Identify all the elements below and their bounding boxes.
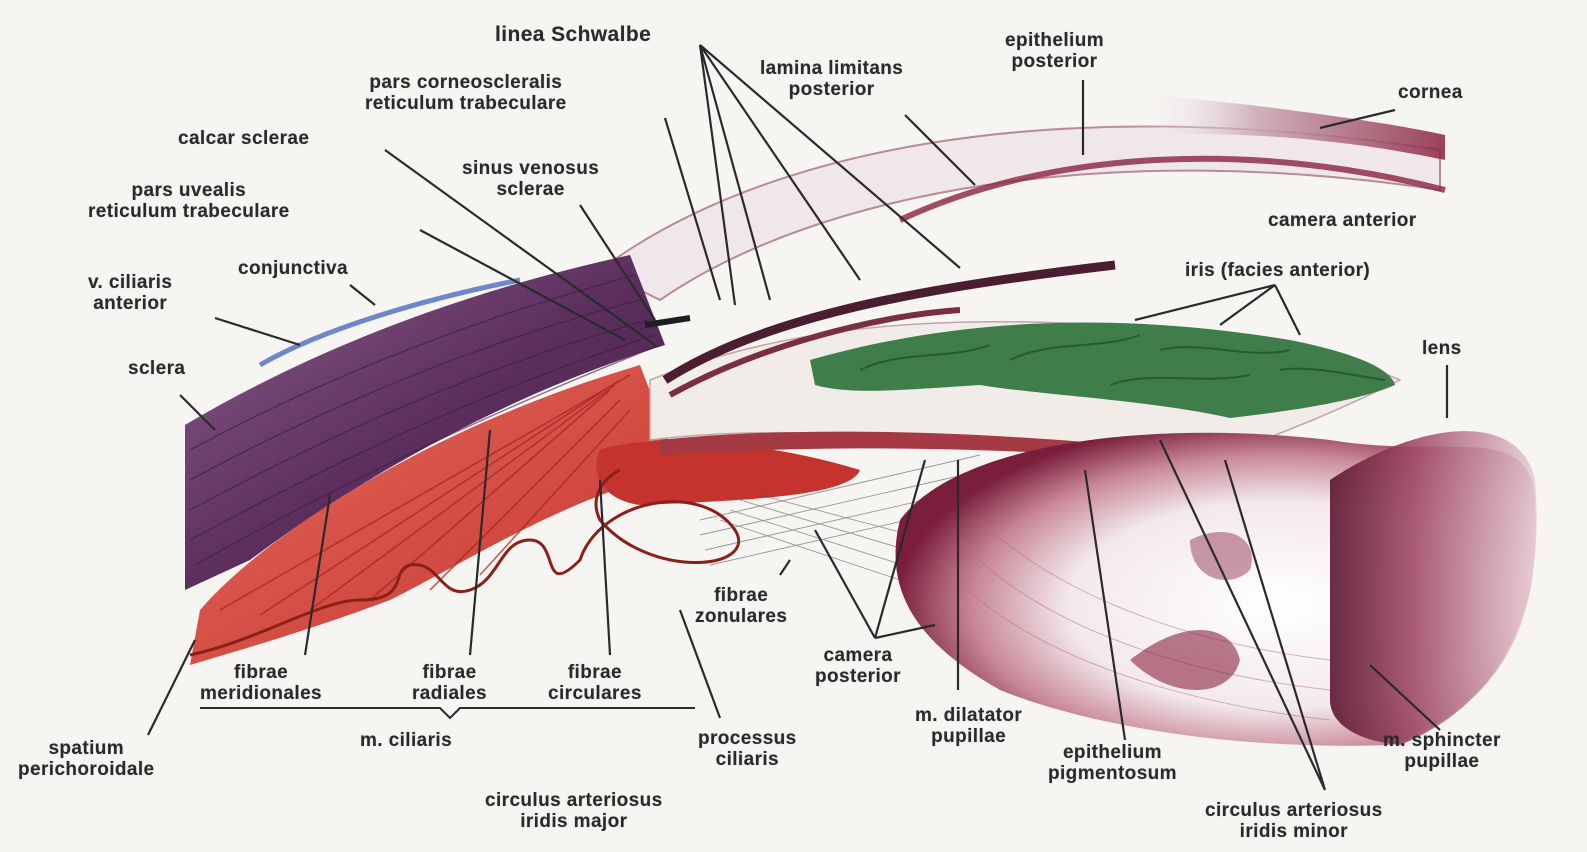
label-iris-facies: iris (facies anterior) (1185, 260, 1370, 281)
label-sclera: sclera (128, 358, 185, 379)
label-v-ciliaris: v. ciliaris anterior (88, 272, 172, 314)
label-fibrae-meridionales: fibrae meridionales (200, 662, 322, 704)
label-lamina-limitans: lamina limitans posterior (760, 58, 903, 100)
label-m-dilatator: m. dilatator pupillae (915, 705, 1022, 747)
label-epithelium-pigmentosum: epithelium pigmentosum (1048, 742, 1177, 784)
label-spatium: spatium perichoroidale (18, 738, 155, 780)
label-camera-posterior: camera posterior (815, 645, 901, 687)
label-m-ciliaris: m. ciliaris (360, 730, 452, 751)
label-sinus-venosus: sinus venosus sclerae (462, 158, 599, 200)
label-fibrae-radiales: fibrae radiales (412, 662, 487, 704)
lens-cut-face (1330, 431, 1537, 745)
label-epithelium-posterior: epithelium posterior (1005, 30, 1104, 72)
label-lens: lens (1422, 338, 1462, 359)
label-fibrae-circulares: fibrae circulares (548, 662, 642, 704)
label-pars-uvealis: pars uvealis reticulum trabeculare (88, 180, 290, 222)
label-fibrae-zonulares: fibrae zonulares (695, 585, 787, 627)
label-circulus-minor: circulus arteriosus iridis minor (1205, 800, 1383, 842)
label-cornea: cornea (1398, 82, 1463, 103)
label-linea-schwalbe: linea Schwalbe (495, 24, 651, 45)
label-calcar-sclerae: calcar sclerae (178, 128, 309, 149)
label-camera-anterior: camera anterior (1268, 210, 1417, 231)
ciliaris-brace (200, 708, 695, 718)
label-pars-corneoscleralis: pars corneoscleralis reticulum trabecula… (365, 72, 567, 114)
label-processus-ciliaris: processus ciliaris (698, 728, 797, 770)
label-m-sphincter: m. sphincter pupillae (1383, 730, 1501, 772)
label-circulus-major: circulus arteriosus iridis major (485, 790, 663, 832)
label-conjunctiva: conjunctiva (238, 258, 348, 279)
